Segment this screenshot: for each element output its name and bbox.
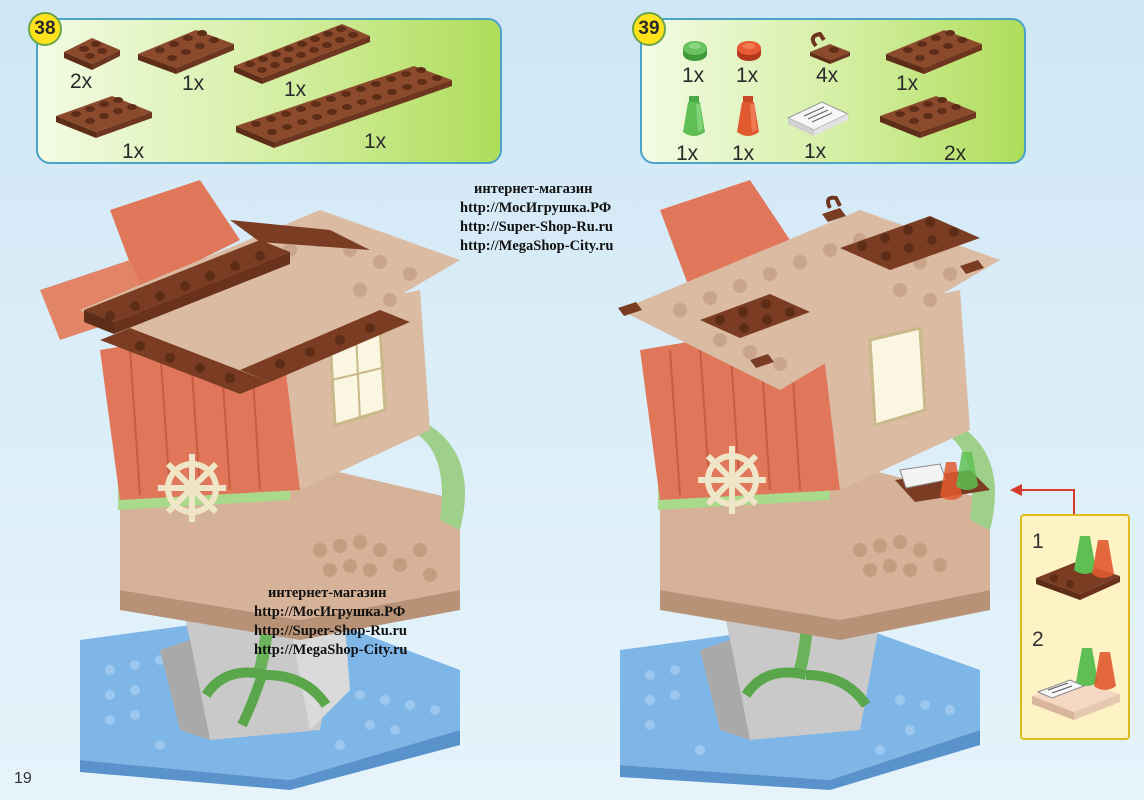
- step-39-parts-panel: 39 1x 1x 4x 1x 1x: [632, 12, 1026, 165]
- subassembly-step-2: 2: [1032, 628, 1044, 651]
- watermark-line-4: http://MegaShop-City.ru: [254, 642, 408, 658]
- step-39-qty-7: 1x: [804, 140, 827, 163]
- subassembly-step-1: 1: [1032, 530, 1044, 553]
- watermark-top: интернет-магазин http://МосИгрушка.РФ ht…: [460, 180, 613, 256]
- step-39-qty-8: 2x: [944, 142, 967, 165]
- step-39-qty-6: 1x: [732, 142, 755, 165]
- step-38-badge: 38: [28, 12, 62, 46]
- step-38-qty-1: 2x: [70, 70, 93, 93]
- part-green-round-tile: [683, 41, 707, 61]
- part-brown-clip-plate: [810, 32, 850, 64]
- step-38-qty-5: 1x: [364, 130, 387, 153]
- part-red-round-tile: [737, 41, 761, 61]
- subassembly-inset: 1 2: [1020, 514, 1130, 740]
- watermark-line-1: интернет-магазин: [474, 181, 593, 197]
- watermark-line-2: http://МосИгрушка.РФ: [254, 604, 406, 620]
- step-39-qty-4: 1x: [896, 72, 919, 95]
- watermark-line-3: http://Super-Shop-Ru.ru: [460, 219, 613, 235]
- watermark-bottom: интернет-магазин http://МосИгрушка.РФ ht…: [254, 584, 407, 660]
- subassembly-step-2-illustration: [1032, 648, 1120, 720]
- watermark-line-3: http://Super-Shop-Ru.ru: [254, 623, 407, 639]
- step-39-model-illustration: [618, 180, 1000, 790]
- watermark-line-4: http://MegaShop-City.ru: [460, 238, 614, 254]
- step-39-qty-2: 1x: [736, 64, 759, 87]
- callout-arrow-icon: [1010, 484, 1075, 516]
- step-38-qty-2: 1x: [182, 72, 205, 95]
- part-brown-plate-2x4-lower: [56, 96, 152, 138]
- step-38-model-illustration: [40, 180, 465, 790]
- step-38-qty-4: 1x: [122, 140, 145, 163]
- part-green-bottle: [683, 96, 705, 136]
- part-white-printed-tile: [786, 101, 850, 136]
- part-brown-plate-2x12: [236, 66, 452, 148]
- step-39-qty-1: 1x: [682, 64, 705, 87]
- part-brown-plate-2x4: [138, 30, 234, 74]
- subassembly-step-1-illustration: [1036, 536, 1120, 600]
- part-red-bottle: [737, 96, 759, 136]
- step-39-badge: 39: [632, 12, 666, 46]
- part-brown-plate-2x4-a: [886, 30, 982, 74]
- step-38-qty-3: 1x: [284, 78, 307, 101]
- part-brown-plate-2x2: [64, 38, 120, 70]
- watermark-line-2: http://МосИгрушка.РФ: [460, 200, 612, 216]
- step-39-qty-3: 4x: [816, 64, 839, 87]
- step-38-parts-panel: 38 2x 1x 1x: [28, 12, 502, 164]
- part-brown-plate-2x8: [234, 24, 370, 84]
- page-number: 19: [14, 770, 32, 787]
- step-39-qty-5: 1x: [676, 142, 699, 165]
- part-brown-plate-2x4-b: [880, 96, 976, 138]
- watermark-line-1: интернет-магазин: [268, 585, 387, 601]
